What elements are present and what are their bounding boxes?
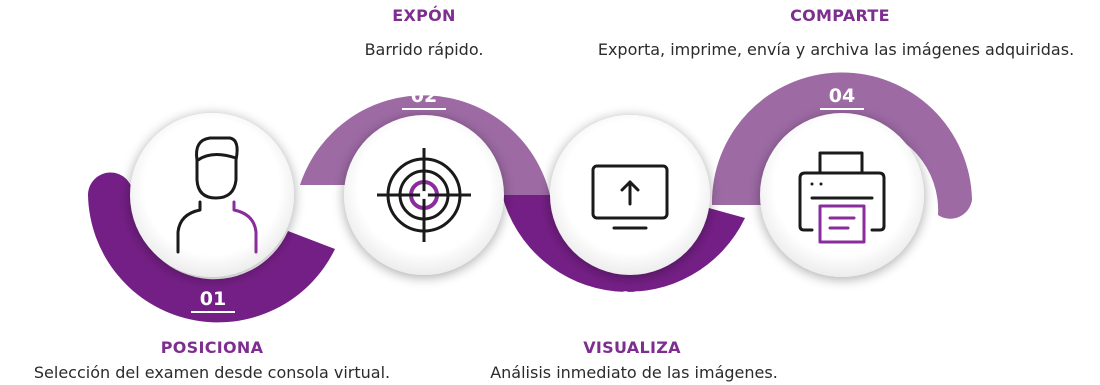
step-description-02: Barrido rápido. [364,40,484,59]
step-description-03: Análisis inmediato de las imágenes. [490,363,778,382]
step-number-04: 04 [820,85,864,110]
step-description-01: Selección del examen desde consola virtu… [33,363,391,382]
step-number-02: 02 [402,85,446,110]
step-circle-01 [130,113,294,277]
ribbon-segment-04 [711,72,972,219]
step-title-02: EXPÓN [392,6,456,25]
monitor-upload-icon [591,164,669,230]
user-icon [176,136,258,254]
ribbon-segment-01 [88,195,335,323]
ribbon-segment-02 [300,95,550,195]
target-icon [377,148,471,242]
step-circle-04 [760,113,924,277]
step-number-01: 01 [191,288,235,313]
step-number-03: 03 [610,288,654,313]
step-title-04: COMPARTE [790,6,890,25]
step-title-01: POSICIONA [160,338,264,357]
printer-icon [798,151,886,244]
ribbon-segment-01-tail [88,172,133,195]
step-title-03: VISUALIZA [583,338,681,357]
step-description-04: Exporta, imprime, envía y archiva las im… [597,40,1075,59]
